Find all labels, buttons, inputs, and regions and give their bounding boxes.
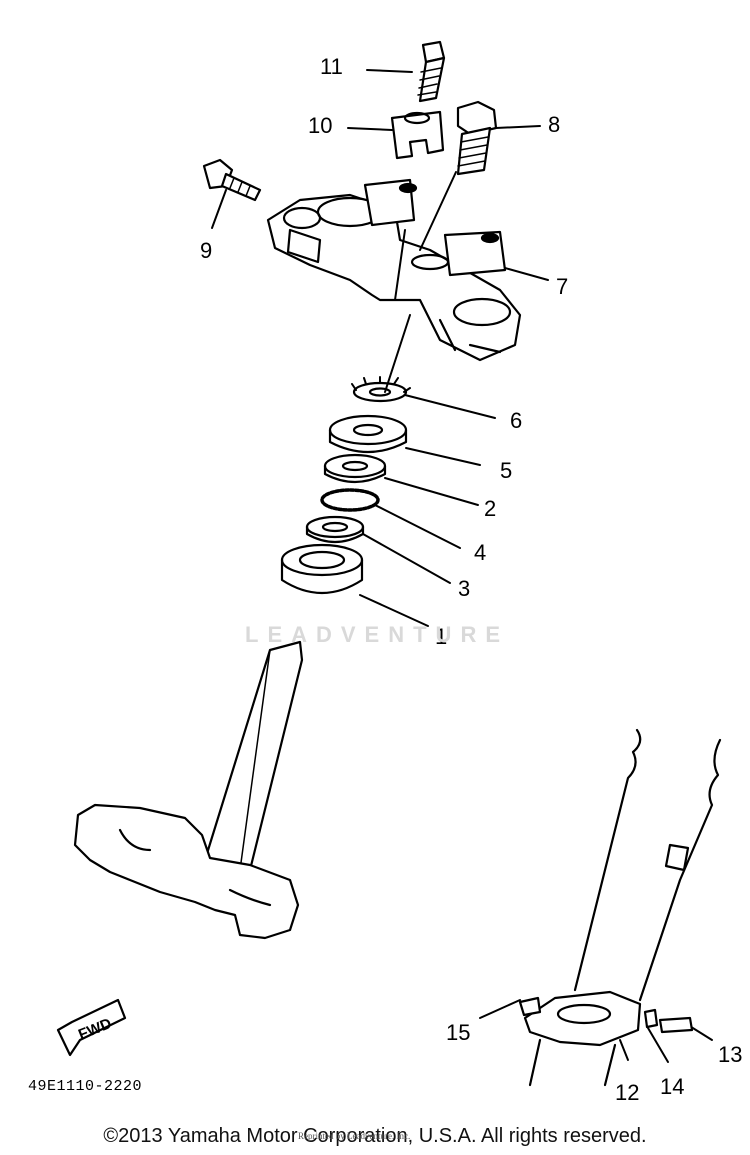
callout-13: 13	[718, 1042, 743, 1067]
callout-1: 1	[435, 624, 448, 649]
bolt-11	[417, 40, 446, 103]
ball-bearing-4	[320, 488, 380, 512]
copyright-notice: ©2013 Yamaha Motor Corporation, U.S.A. A…	[103, 1125, 647, 1147]
callout-5: 5	[500, 458, 513, 483]
callout-2: 2	[484, 496, 497, 521]
callout-7: 7	[556, 274, 569, 299]
race-3	[305, 515, 365, 544]
ring-nut-6	[351, 376, 411, 403]
callout-6: 6	[510, 408, 523, 433]
bolt-9	[202, 158, 262, 202]
cover-5	[328, 414, 408, 454]
upper-bracket-7	[266, 178, 522, 362]
callout-14: 14	[660, 1074, 685, 1099]
watermark: LEADVENTURE	[245, 622, 510, 647]
reprint-note: Reprinted by Leadventure, Inc.	[298, 1131, 411, 1141]
callout-10: 10	[308, 113, 333, 138]
callout-3: 3	[458, 576, 471, 601]
callout-9: 9	[200, 238, 213, 263]
fork-tube-section	[518, 728, 722, 1087]
callout-8: 8	[548, 112, 561, 137]
bolt-8	[456, 100, 498, 176]
callout-4: 4	[474, 540, 487, 565]
fwd-arrow-icon	[56, 998, 127, 1057]
callout-11: 11	[320, 54, 343, 79]
callout-12: 12	[615, 1080, 640, 1105]
holder-10	[390, 110, 445, 160]
steering-stem	[73, 640, 304, 940]
diagram-part-code: 49E1110-2220	[28, 1078, 143, 1095]
callout-15: 15	[446, 1020, 471, 1045]
bearing-1	[280, 543, 364, 595]
race-upper	[323, 453, 387, 484]
